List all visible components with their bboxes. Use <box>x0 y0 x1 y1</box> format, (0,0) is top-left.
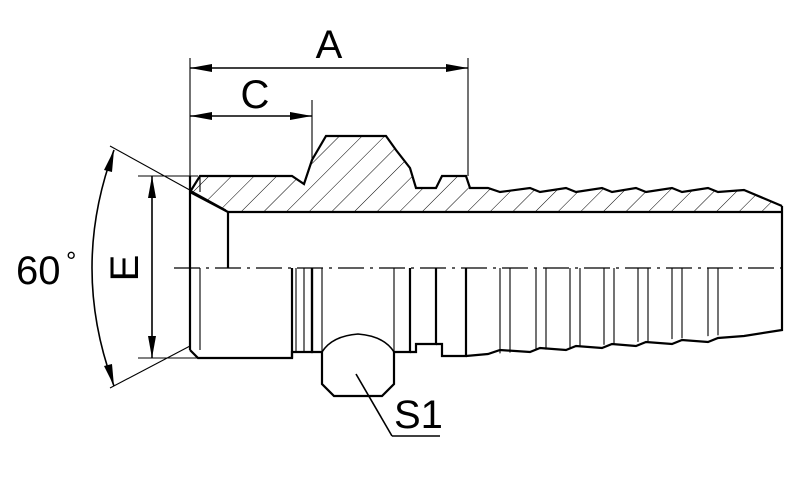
barb-lower-outline <box>465 206 784 358</box>
label-s1: S1 <box>394 393 443 437</box>
cone-seat-line <box>189 191 229 213</box>
degree-mark: ° <box>66 246 76 276</box>
hex-face-curve <box>321 333 395 353</box>
dimension-a: A <box>189 23 469 176</box>
collar-outline <box>410 268 438 354</box>
label-60: 60 <box>16 249 61 293</box>
dimension-60-degree: 60 ° <box>16 145 227 389</box>
dimension-c: C <box>190 73 313 160</box>
upper-outer-profile <box>189 134 783 208</box>
dimension-s1: S1 <box>355 373 443 437</box>
dimension-e: E <box>103 175 198 359</box>
label-e: E <box>103 255 147 282</box>
thread-outline <box>189 268 294 360</box>
hex-nut-outline <box>310 268 412 398</box>
section-hatch-area <box>190 136 782 212</box>
exterior-lower-half <box>188 176 784 398</box>
label-a: A <box>316 23 343 67</box>
collar-ring <box>436 268 468 358</box>
label-c: C <box>241 73 270 117</box>
barb-grooves <box>499 268 719 356</box>
sectioned-upper-half <box>189 134 783 214</box>
undercut-outline <box>290 268 314 358</box>
